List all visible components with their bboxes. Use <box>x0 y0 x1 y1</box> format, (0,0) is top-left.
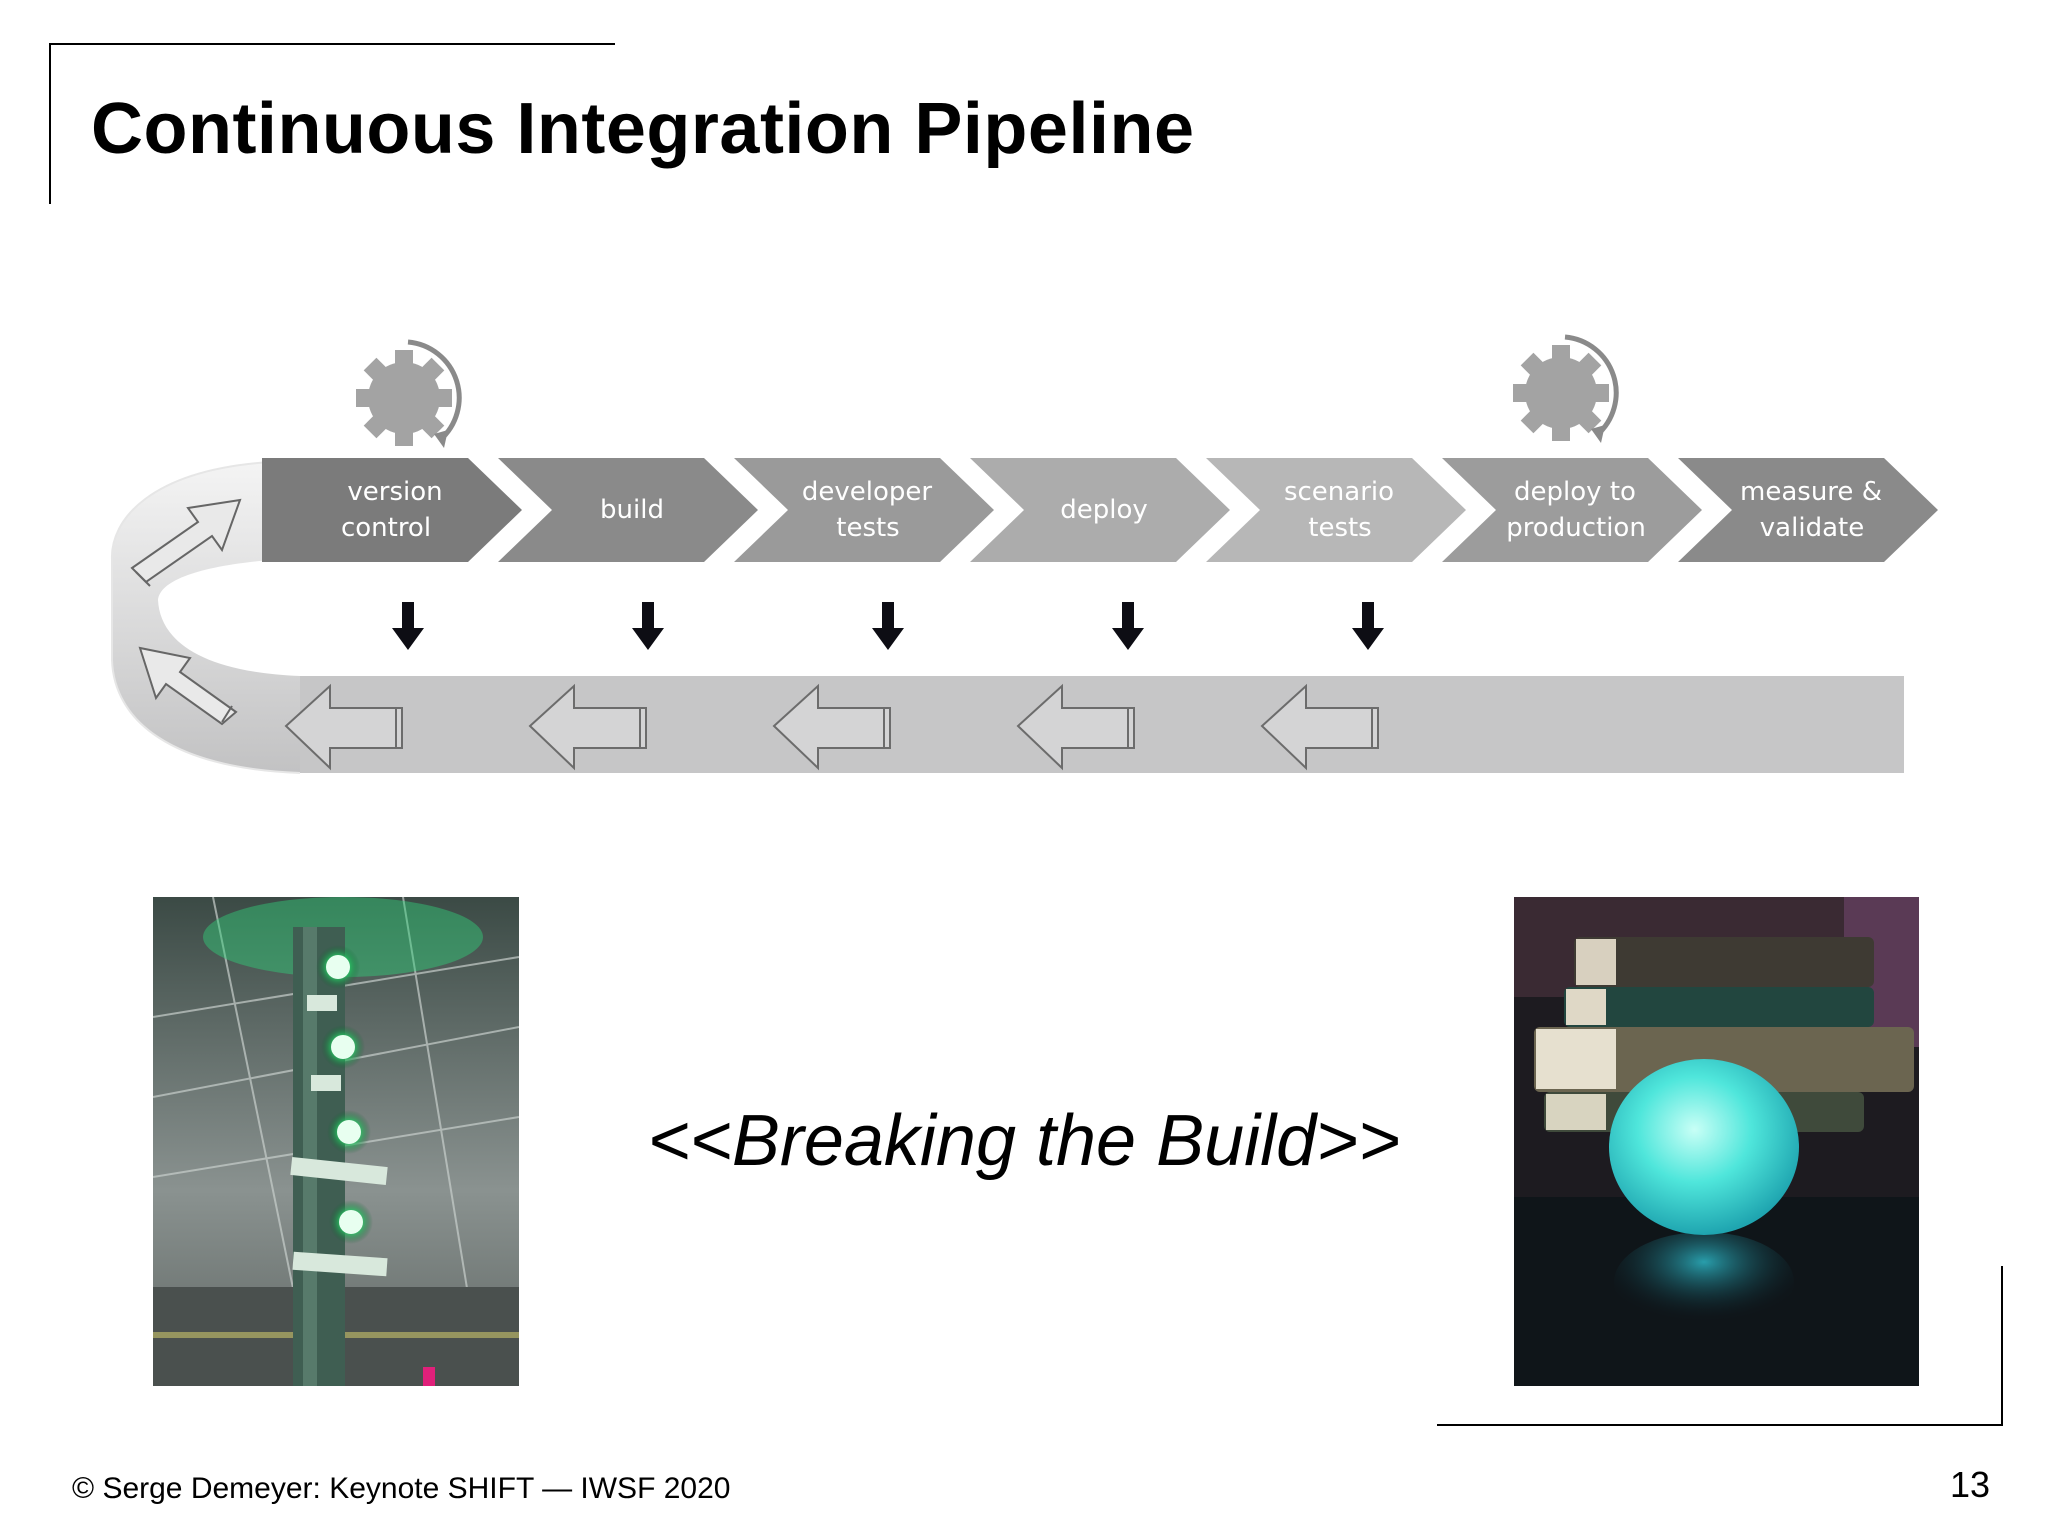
status-light-icon <box>316 945 360 989</box>
slide-title: Continuous Integration Pipeline <box>91 89 1195 169</box>
stage-label-line1: measure & <box>1740 477 1882 507</box>
pipeline-stage-chevron <box>262 458 522 562</box>
gear-icon <box>356 339 462 448</box>
stage-label-line1: deploy <box>1060 495 1148 525</box>
ci-pipeline-diagram: version control build developer tests de… <box>110 334 1938 774</box>
stage-label-line2: tests <box>1308 513 1371 543</box>
stage-label-line2: tests <box>836 513 899 543</box>
pipeline-stage-chevron <box>1206 458 1466 562</box>
page-number: 13 <box>1949 1464 1990 1505</box>
loop-arrow-lower-icon <box>138 646 238 726</box>
stage-label-line1: deploy to <box>1514 477 1636 507</box>
stage-label-line1: scenario <box>1284 477 1394 507</box>
frame-line-top <box>49 43 615 45</box>
arrow-left-icon <box>284 683 403 771</box>
arrow-left-icon <box>528 683 647 771</box>
slide-footer: © Serge Demeyer: Keynote SHIFT — IWSF 20… <box>72 1472 731 1505</box>
down-arrows <box>392 602 1384 650</box>
status-light-icon <box>327 1110 371 1154</box>
stage-label-line1: developer <box>802 477 933 507</box>
arrow-down-icon <box>872 602 904 650</box>
stage-label-line1: version <box>347 477 442 507</box>
pipeline-stage-chevron <box>1678 458 1938 562</box>
orb-light-icon <box>1609 1059 1799 1235</box>
build-light-tower-photo <box>153 897 519 1386</box>
arrow-down-icon <box>392 602 424 650</box>
frame-line-left <box>49 43 51 204</box>
book-icon <box>1564 987 1874 1027</box>
pipeline-stage-chevron <box>498 458 758 562</box>
pipeline-stage-chevron <box>970 458 1230 562</box>
slide-caption: <<Breaking the Build>> <box>647 1101 1401 1181</box>
stage-label-line2: production <box>1506 513 1646 543</box>
book-icon <box>1574 937 1874 987</box>
status-light-icon <box>329 1200 373 1244</box>
book-icon <box>1534 1027 1914 1092</box>
stage-label-line2: control <box>341 513 431 543</box>
arrow-down-icon <box>632 602 664 650</box>
stage-label-line1: build <box>600 495 664 525</box>
arrow-left-icon <box>772 683 891 771</box>
status-light-icon <box>321 1025 365 1069</box>
feedback-arrows <box>284 683 1379 771</box>
arrow-left-icon <box>1260 683 1379 771</box>
frame-line-right <box>2001 1266 2003 1426</box>
glowing-orb-photo <box>1514 897 1919 1386</box>
pipeline-stage-chevron <box>734 458 994 562</box>
frame-line-bottom <box>1437 1424 2003 1426</box>
arrow-down-icon <box>1112 602 1144 650</box>
stage-label-line2: validate <box>1760 513 1864 543</box>
loop-arrow-upper-icon <box>130 498 242 587</box>
arrow-left-icon <box>1016 683 1135 771</box>
arrow-down-icon <box>1352 602 1384 650</box>
pipeline-stage-chevron <box>1442 458 1702 562</box>
pipeline-stages <box>262 458 1938 562</box>
gear-icon <box>1513 334 1619 443</box>
